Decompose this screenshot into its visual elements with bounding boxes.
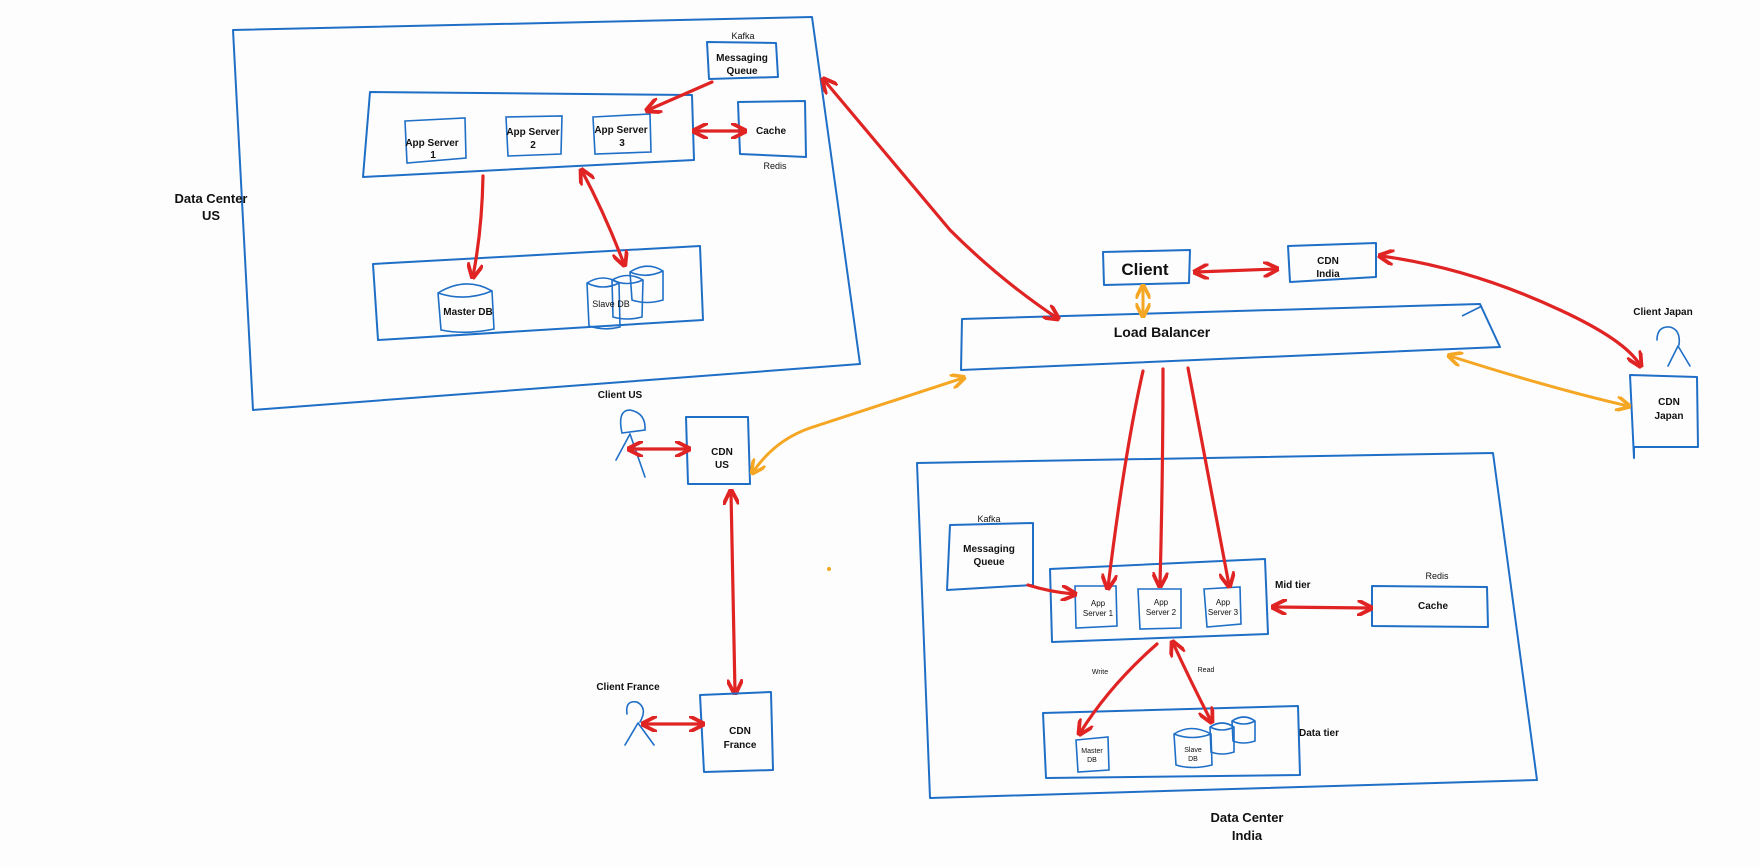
client-us-person-icon <box>615 409 646 478</box>
cdn-japan-label-line1: CDN <box>1658 397 1680 408</box>
india-mid-tier-group <box>1049 558 1269 643</box>
us-app-server-3 <box>592 113 652 155</box>
us-kafka-label: Kafka <box>731 31 754 41</box>
india-app-server-3-label-line2: Server 3 <box>1208 608 1239 617</box>
data-center-us: Data Center US Kafka Messaging Queue App… <box>175 16 861 411</box>
india-master-db <box>1075 736 1110 773</box>
us-app-server-1-label-line2: 1 <box>430 150 436 161</box>
data-center-india-boundary <box>916 452 1538 799</box>
cdn-india-label-line1: CDN <box>1317 256 1339 267</box>
india-kafka-label: Kafka <box>977 514 1000 524</box>
india-slave-db-label-line1: Slave <box>1184 747 1202 754</box>
us-db-tier-group <box>372 245 704 341</box>
india-app-server-1-label-line1: App <box>1091 599 1106 608</box>
data-center-us-label-line1: Data Center <box>175 191 248 206</box>
us-app-server-3-label-line1: App Server <box>594 125 647 136</box>
india-app-server-2-label-line2: Server 2 <box>1146 608 1177 617</box>
us-app-server-1-label-line1: App Server <box>405 138 458 149</box>
india-read-slave-arrow <box>1173 643 1211 721</box>
us-mq-label-line2: Queue <box>726 66 758 77</box>
client-us-label: Client US <box>598 390 643 401</box>
india-write-label: Write <box>1092 669 1108 676</box>
cdn-us-load-balancer-arrow <box>753 378 963 472</box>
cdn-us-label-line1: CDN <box>711 447 733 458</box>
india-master-db-label-line1: Master <box>1081 748 1103 755</box>
cdn-france-label-line1: CDN <box>729 726 751 737</box>
india-app-server-3 <box>1203 586 1242 628</box>
client-label: Client <box>1121 260 1169 279</box>
lb-to-india-app2-arrow <box>1160 367 1163 585</box>
india-write-master-arrow <box>1080 642 1159 733</box>
india-app-server-2 <box>1137 588 1182 630</box>
india-app-server-2-label-line1: App <box>1154 598 1169 607</box>
us-app-server-2-label-line1: App Server <box>506 127 559 138</box>
india-read-label: Read <box>1198 667 1215 674</box>
stray-dot <box>827 567 831 571</box>
india-cache-label: Cache <box>1418 601 1448 612</box>
us-messaging-queue <box>706 41 779 80</box>
us-queue-to-app3-arrow <box>648 80 714 110</box>
us-app-server-3-label-line2: 3 <box>619 138 625 149</box>
client-cdn-india-arrow <box>1196 269 1276 272</box>
data-center-us-label-line2: US <box>202 208 220 223</box>
data-center-us-boundary <box>232 16 861 411</box>
cdn-france-label-line2: France <box>724 740 757 751</box>
lb-to-india-app1-arrow <box>1108 369 1145 587</box>
cdn-india-label-line2: India <box>1316 269 1340 280</box>
cdn-india-client-japan-arrow <box>1381 256 1640 365</box>
us-app-server-2-label-line2: 2 <box>530 140 536 151</box>
cdn-us[interactable]: CDN US <box>685 416 751 485</box>
india-data-tier-label: Data tier <box>1299 728 1339 739</box>
us-app-server-1 <box>404 117 467 164</box>
us-app-tier-group <box>362 91 695 178</box>
india-data-tier-group <box>1042 705 1301 779</box>
us-mq-label-line1: Messaging <box>716 53 768 64</box>
us-master-db-label: Master DB <box>443 307 492 318</box>
india-app-server-3-label-line1: App <box>1216 598 1231 607</box>
load-balancer-label: Load Balancer <box>1114 324 1211 340</box>
client-japan-person-icon <box>1656 326 1691 367</box>
us-redis-label: Redis <box>763 161 787 171</box>
us-read-slave-arrow <box>582 171 624 264</box>
cdn-france[interactable]: CDN France <box>699 691 774 773</box>
india-mid-tier-label: Mid tier <box>1275 580 1311 591</box>
data-center-india-label-line1: Data Center <box>1211 810 1284 825</box>
load-balancer[interactable]: Load Balancer <box>960 303 1501 371</box>
india-slave-db-label-line2: DB <box>1188 756 1198 763</box>
cdn-india[interactable]: CDN India <box>1287 242 1377 283</box>
us-master-db <box>437 283 495 334</box>
us-app-server-2 <box>505 115 563 157</box>
us-cache-label: Cache <box>756 126 786 137</box>
india-redis-label: Redis <box>1425 571 1449 581</box>
us-slave-db-label: Slave DB <box>592 299 630 309</box>
client-france-label: Client France <box>596 682 660 693</box>
india-master-db-label-line2: DB <box>1087 757 1097 764</box>
us-write-master-arrow <box>473 174 485 276</box>
dc-us-load-balancer-arrow <box>824 80 1057 318</box>
lb-to-india-app3-arrow <box>1186 366 1229 585</box>
cdn-us-label-line2: US <box>715 460 729 471</box>
client-node[interactable]: Client <box>1102 249 1191 286</box>
india-app-server-1-label-line2: Server 1 <box>1083 609 1114 618</box>
cdn-japan-label-line2: Japan <box>1655 411 1684 422</box>
india-queue-to-app1-arrow <box>1026 583 1074 594</box>
data-center-india: Data Center India Kafka Messaging Queue … <box>916 452 1538 843</box>
load-balancer-cdn-japan-arrow <box>1450 356 1628 406</box>
us-slave-db <box>586 265 664 330</box>
cdn-us-cdn-france-arrow <box>731 492 735 692</box>
india-mq-label-line2: Queue <box>973 557 1005 568</box>
data-center-india-label-line2: India <box>1232 828 1263 843</box>
india-slave-db <box>1173 716 1256 769</box>
india-app-cache-arrow <box>1274 607 1370 608</box>
cdn-japan[interactable]: CDN Japan <box>1629 374 1699 459</box>
india-mq-label-line1: Messaging <box>963 544 1015 555</box>
client-japan-label: Client Japan <box>1633 307 1692 318</box>
client-france-person-icon <box>624 700 655 746</box>
